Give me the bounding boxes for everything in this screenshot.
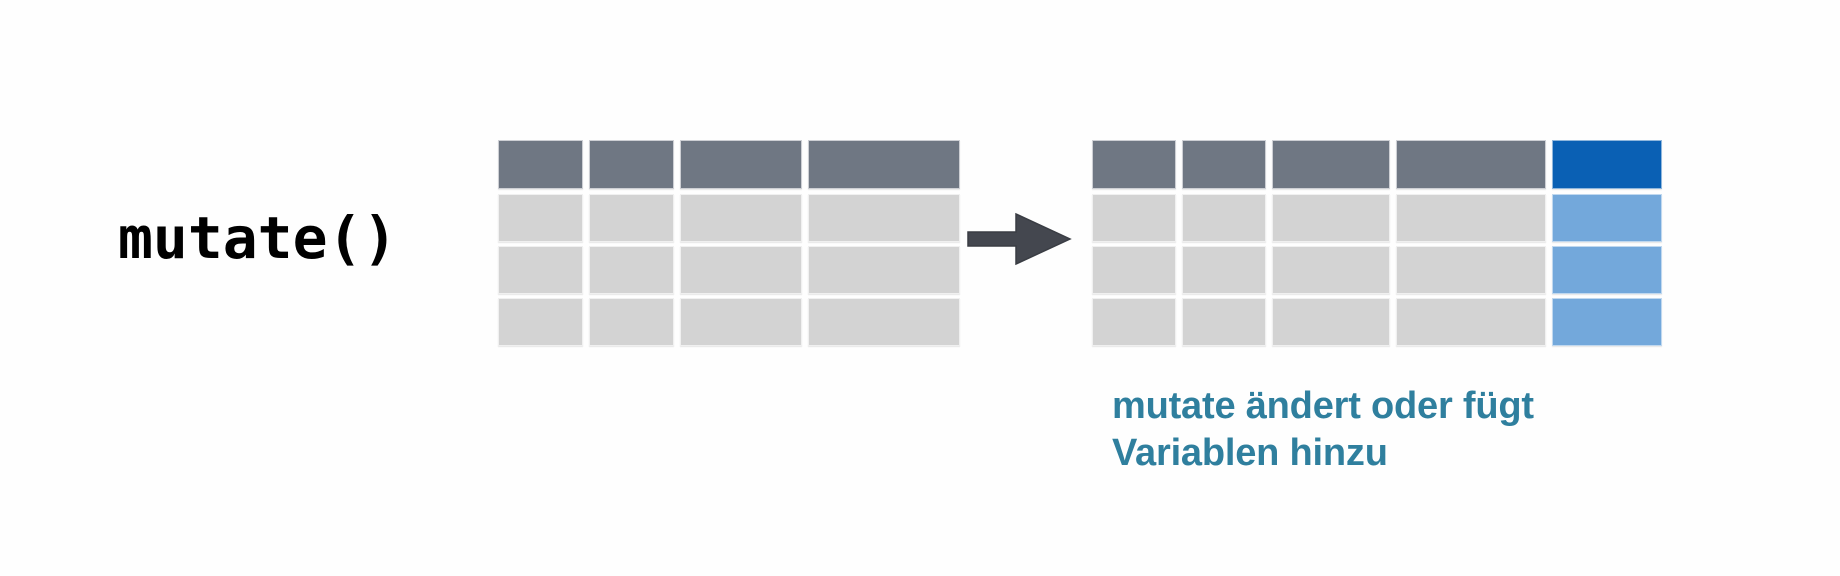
table-header-cell — [1396, 140, 1546, 189]
table-cell — [498, 246, 583, 294]
table-cell — [1396, 298, 1546, 346]
table-cell — [589, 298, 674, 346]
table-header-cell — [1092, 140, 1176, 189]
table-cell — [680, 194, 802, 242]
caption-line-2: Variablen hinzu — [1112, 432, 1388, 474]
table-header-cell — [498, 140, 583, 189]
output-table — [1092, 140, 1662, 346]
table-cell — [1272, 298, 1390, 346]
table-cell — [1396, 246, 1546, 294]
function-name-label: mutate() — [118, 204, 398, 272]
table-header-row — [498, 140, 960, 194]
new-column-cell — [1552, 298, 1662, 346]
caption-text: mutate ändert oder fügt Variablen hinzu — [1112, 383, 1712, 477]
table-cell — [1272, 246, 1390, 294]
caption-line-1: mutate ändert oder fügt — [1112, 385, 1534, 427]
table-cell — [498, 194, 583, 242]
arrow-right-glyph — [967, 212, 1072, 266]
table-row — [1092, 194, 1662, 246]
table-cell — [589, 194, 674, 242]
table-cell — [1092, 194, 1176, 242]
table-cell — [808, 246, 960, 294]
new-column-header-cell — [1552, 140, 1662, 189]
table-row — [1092, 246, 1662, 298]
table-header-cell — [808, 140, 960, 189]
table-cell — [1092, 298, 1176, 346]
arrow-right-icon — [966, 206, 1074, 272]
table-cell — [498, 298, 583, 346]
new-column-cell — [1552, 194, 1662, 242]
table-header-row — [1092, 140, 1662, 194]
table-cell — [1092, 246, 1176, 294]
table-row — [1092, 298, 1662, 346]
table-cell — [808, 298, 960, 346]
table-cell — [1396, 194, 1546, 242]
table-cell — [680, 298, 802, 346]
table-cell — [1272, 194, 1390, 242]
table-row — [498, 298, 960, 346]
table-header-cell — [589, 140, 674, 189]
table-header-cell — [1272, 140, 1390, 189]
table-header-cell — [1182, 140, 1266, 189]
table-cell — [1182, 298, 1266, 346]
table-cell — [589, 246, 674, 294]
table-row — [498, 246, 960, 298]
table-cell — [680, 246, 802, 294]
table-cell — [808, 194, 960, 242]
table-cell — [1182, 246, 1266, 294]
table-row — [498, 194, 960, 246]
input-table — [498, 140, 960, 346]
new-column-cell — [1552, 246, 1662, 294]
table-cell — [1182, 194, 1266, 242]
table-header-cell — [680, 140, 802, 189]
